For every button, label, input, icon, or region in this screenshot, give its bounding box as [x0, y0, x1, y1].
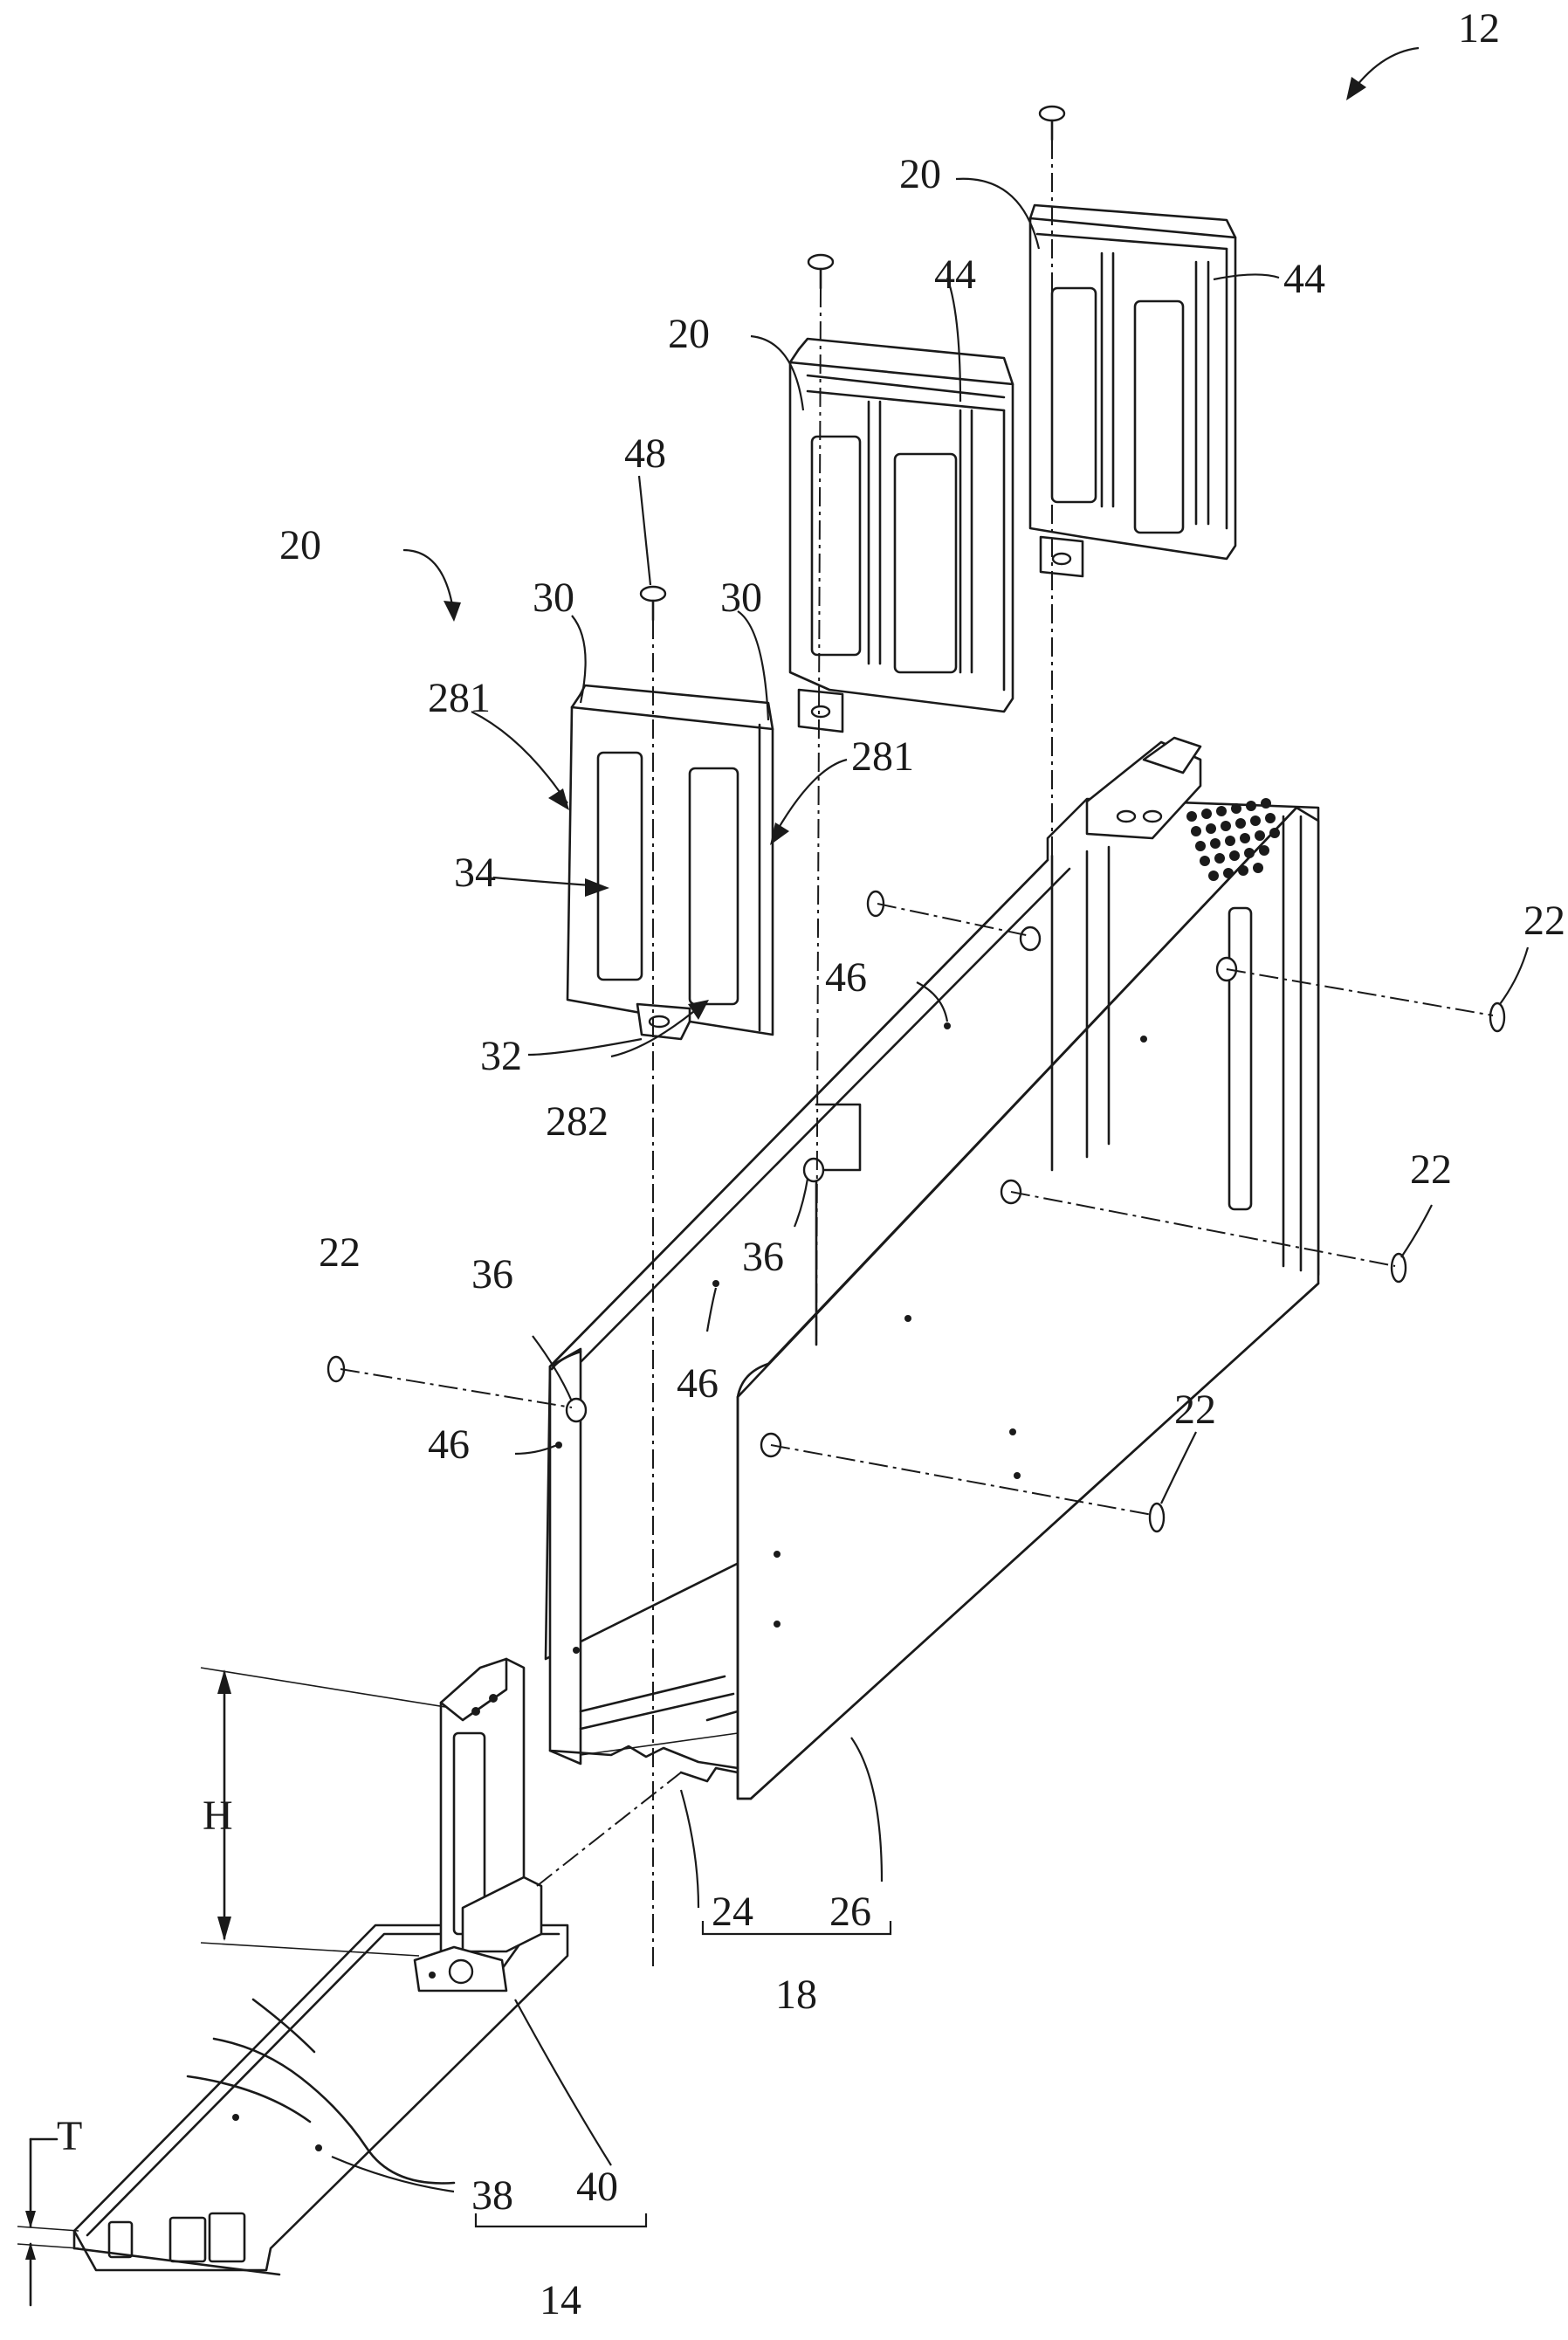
label-bracket-20-left: 20: [279, 522, 321, 568]
label-opening-34: 34: [454, 850, 496, 896]
label-assembly-12: 12: [1458, 5, 1500, 52]
label-bracket-20-mid: 20: [668, 311, 710, 357]
label-height-H: H: [203, 1793, 233, 1839]
label-pin-22-right-low: 22: [1174, 1387, 1216, 1433]
screws: [639, 105, 1066, 622]
leader-lines: [331, 46, 1530, 2228]
label-pin-22-right-top: 22: [1523, 898, 1565, 944]
label-slot-46-top: 46: [825, 954, 867, 1001]
expansion-card: [72, 1657, 569, 2276]
label-pin-22-left: 22: [319, 1229, 361, 1276]
label-hole-36-center: 36: [742, 1234, 784, 1280]
label-screw-48: 48: [624, 430, 666, 477]
label-frame-plate-24: 24: [712, 1889, 753, 1935]
bracket-top-right: [1028, 203, 1237, 578]
label-bottom-edge-282: 282: [546, 1098, 609, 1145]
label-edge-281-right: 281: [851, 733, 914, 780]
label-card-14: 14: [540, 2277, 581, 2323]
reference-numerals: 12 20 44 44 20 48 20 30 30 281 281 34 46…: [57, 5, 1565, 2323]
label-thickness-T: T: [57, 2113, 82, 2159]
label-hole-36-left: 36: [471, 1251, 513, 1297]
frame-cage: [544, 736, 1320, 1800]
label-pin-22-right-mid: 22: [1410, 1146, 1452, 1193]
label-guide-44-mid: 44: [934, 251, 976, 298]
label-frame-18: 18: [775, 1972, 817, 2018]
label-frame-plate-26: 26: [829, 1889, 871, 1935]
label-guide-44-top: 44: [1283, 256, 1325, 302]
label-board-38: 38: [471, 2172, 513, 2219]
label-slot-46-center: 46: [677, 1360, 719, 1407]
pins: [327, 890, 1506, 1533]
label-bracket-20-top: 20: [899, 151, 941, 197]
dimensions: [17, 1667, 446, 2307]
label-tab-32: 32: [480, 1033, 522, 1079]
bracket-left: [566, 684, 774, 1041]
vent-grid: [1186, 798, 1280, 881]
label-slot-46-left: 46: [428, 1421, 470, 1468]
label-side-wall-30-right: 30: [720, 575, 762, 621]
bracket-middle: [788, 337, 1014, 733]
label-edge-281-left: 281: [428, 675, 491, 721]
label-side-wall-30-left: 30: [533, 575, 574, 621]
label-riser-40: 40: [576, 2164, 618, 2210]
assembly-axes: [340, 140, 1494, 1969]
